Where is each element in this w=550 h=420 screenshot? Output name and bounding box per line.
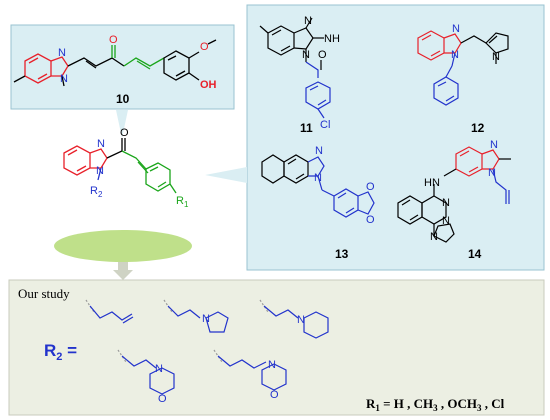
- core-n1: N: [96, 165, 104, 177]
- c12-n-imidazole: N: [452, 23, 460, 35]
- compounds-11-14-panel: [246, 4, 545, 271]
- c14-n-imidazole: N: [490, 139, 498, 151]
- substituent-morpholinylbutyl: [213, 349, 287, 391]
- c12-n1: N: [451, 49, 459, 61]
- morpholine-n-2: N: [268, 359, 276, 371]
- c11-cl: Cl: [320, 119, 330, 131]
- c11-n-bottom: N: [302, 49, 310, 61]
- morpholine-n-1: N: [155, 363, 163, 375]
- compound-14: [397, 146, 511, 243]
- piperidine-n: N: [297, 314, 305, 326]
- compound-11: [259, 17, 331, 119]
- c14-n-quinazoline-1: N: [442, 197, 450, 209]
- c13-o-top: O: [366, 181, 375, 193]
- c10-n-methyl: N: [60, 73, 68, 85]
- substituent-butenyl: [85, 299, 134, 324]
- c14-n-quinazoline-2: N: [442, 215, 450, 227]
- c10-hydroxyl: OH: [200, 79, 217, 91]
- c10-methoxy-o: O: [200, 41, 209, 53]
- c11-n-top: N: [304, 15, 312, 27]
- r2-equals-label: R2 =: [44, 341, 77, 363]
- core-r1: R1: [176, 195, 189, 209]
- c13-n1: N: [314, 172, 322, 184]
- compound-10-label: 10: [116, 92, 130, 106]
- compound-12-label: 12: [471, 121, 485, 135]
- c13-o-bottom: O: [366, 214, 375, 226]
- pyrrolidine-n: N: [202, 313, 210, 325]
- c14-n1: N: [488, 167, 496, 179]
- compound-10: [13, 39, 217, 87]
- c14-n-pyrrolidine: N: [430, 231, 438, 243]
- c11-o: O: [318, 49, 327, 61]
- substituent-morpholinylpropyl: [117, 349, 175, 395]
- compound-11-label: 11: [300, 121, 313, 135]
- core-keto-o: O: [120, 127, 129, 139]
- substituent-piperidinylpropyl: [259, 299, 329, 339]
- c11-nh: NH: [324, 33, 340, 45]
- pointer-from-10: [116, 110, 128, 138]
- c10-keto-o: O: [109, 34, 118, 46]
- c10-n-imidazole: N: [58, 47, 66, 59]
- morpholine-o-1: O: [158, 393, 167, 405]
- compound-14-label: 14: [468, 247, 482, 261]
- compound-13-label: 13: [335, 247, 349, 261]
- down-arrow: [113, 262, 133, 280]
- highlight-ellipse: [54, 230, 192, 262]
- study-panel: [8, 279, 545, 416]
- study-title: Our study: [18, 286, 70, 301]
- morpholine-o-2: O: [270, 389, 279, 401]
- compound-10-panel: [10, 24, 235, 110]
- c12-n-pyrrole: N: [492, 51, 500, 63]
- c14-hn: HN: [424, 177, 440, 189]
- core-n-imidazole: N: [97, 138, 105, 150]
- r1-definition: R1 = H , CH3 , OCH3 , Cl: [366, 396, 505, 413]
- core-r2: R2: [90, 185, 103, 199]
- core-scaffold: [63, 138, 177, 194]
- compound-13: [261, 154, 375, 218]
- substituent-pyrrolidinylpropyl: [163, 299, 229, 333]
- pointer-to-panel: [205, 167, 247, 183]
- compound-12: [417, 30, 509, 106]
- c13-n-imidazole: N: [315, 145, 323, 157]
